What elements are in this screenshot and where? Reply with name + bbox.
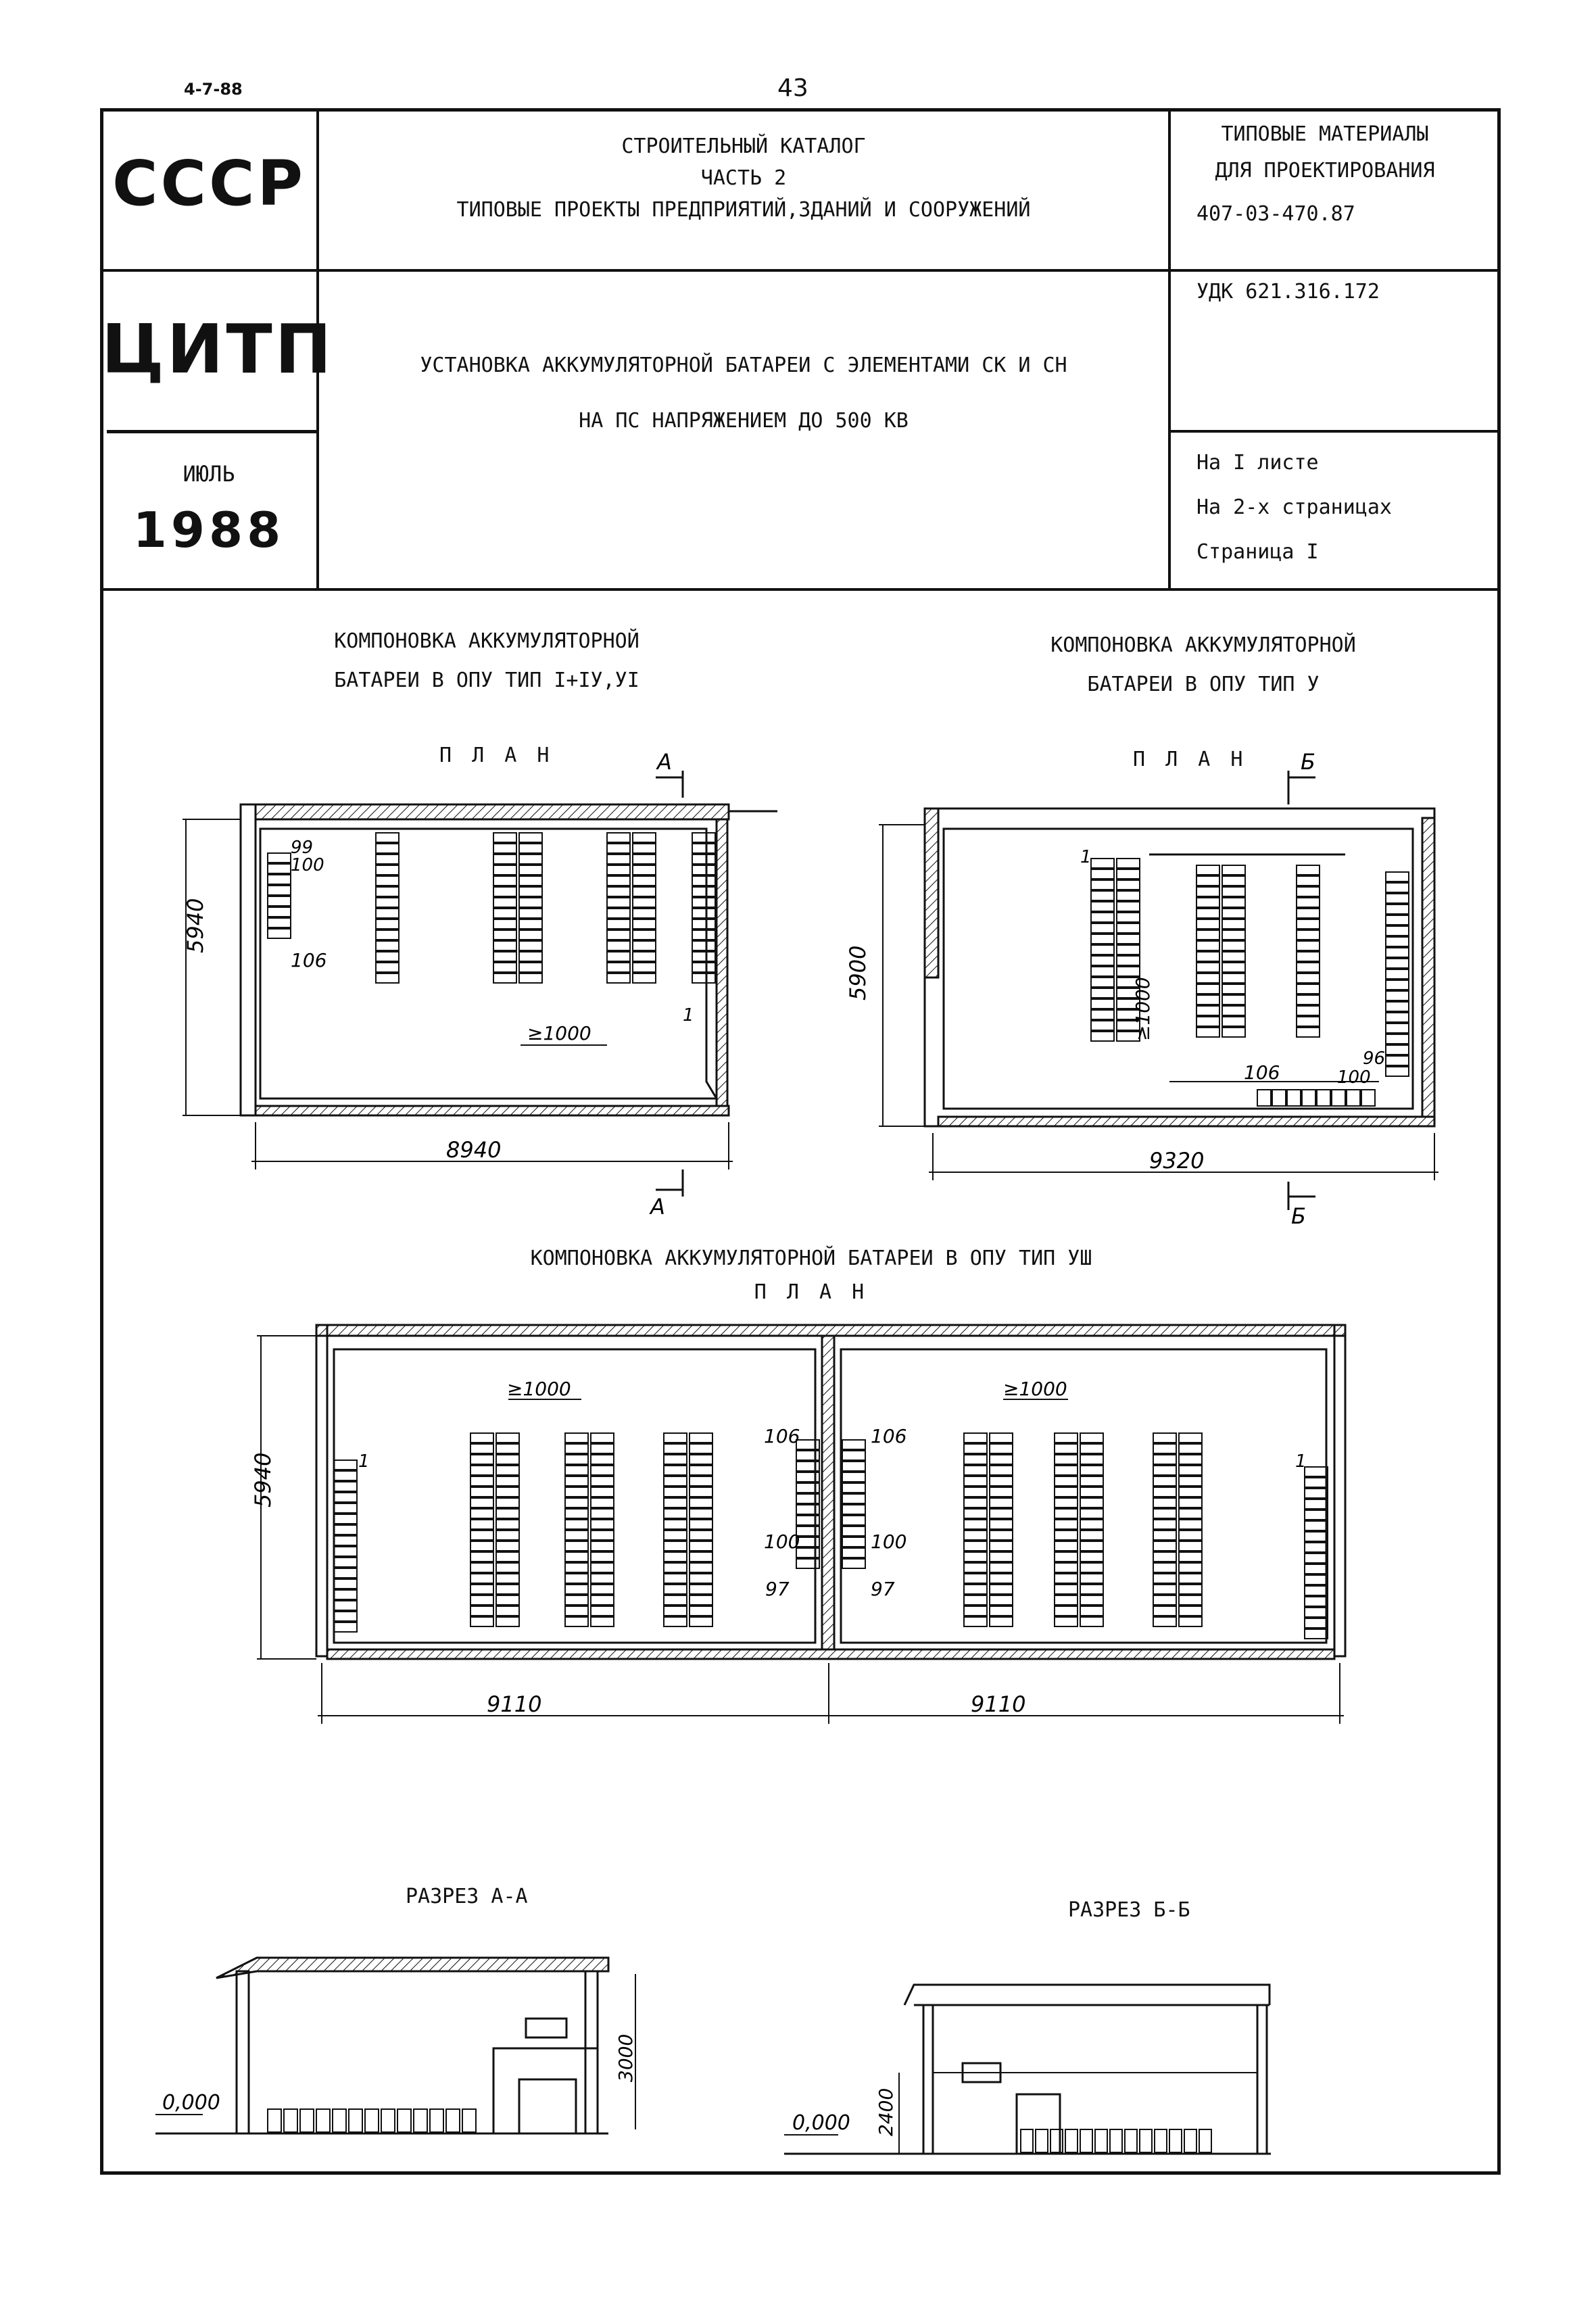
drawing1-title: КОМПОНОВКА АККУМУЛЯТОРНОЙ БАТАРЕИ В ОПУ …	[257, 622, 717, 700]
drawing1-title-line-1: КОМПОНОВКА АККУМУЛЯТОРНОЙ	[334, 629, 639, 653]
drawing1-label-1: 1	[683, 1005, 694, 1026]
section-bb-level: 0,000	[792, 2111, 850, 2135]
drawing2-section-mark-bottom: Б	[1291, 1203, 1306, 1229]
catalog-block: СТРОИТЕЛЬНЫЙ КАТАЛОГ ЧАСТЬ 2 ТИПОВЫЕ ПРО…	[319, 130, 1168, 227]
typical-block: ТИПОВЫЕ МАТЕРИАЛЫ ДЛЯ ПРОЕКТИРОВАНИЯ 407…	[1196, 116, 1494, 233]
title-line-1: УСТАНОВКА АККУМУЛЯТОРНОЙ БАТАРЕИ С ЭЛЕМЕ…	[420, 354, 1067, 377]
drawing2-label-gap: ≥1000	[1132, 977, 1154, 1041]
drawing1-plan	[183, 771, 777, 1197]
drawing1-label-gap: ≥1000	[527, 1022, 591, 1044]
catalog-line-3: ТИПОВЫЕ ПРОЕКТЫ ПРЕДПРИЯТИЙ,ЗДАНИЙ И СОО…	[456, 198, 1031, 222]
drawing3-dim-width-right: 9110	[971, 1691, 1025, 1717]
drawing2-title-line-2: БАТАРЕИ В ОПУ ТИП У	[1087, 673, 1320, 696]
section-aa-title: РАЗРЕЗ А-А	[406, 1885, 528, 1908]
drawing1-label-99: 99	[291, 838, 313, 858]
drawing2-title: КОМПОНОВКА АККУМУЛЯТОРНОЙ БАТАРЕИ В ОПУ …	[973, 626, 1433, 704]
doc-code: 4-7-88	[184, 80, 243, 99]
org-citp: ЦИТП	[101, 310, 335, 389]
title-block: УСТАНОВКА АККУМУЛЯТОРНОЙ БАТАРЕИ С ЭЛЕМЕ…	[319, 338, 1168, 449]
org-ussr: СССР	[112, 147, 306, 220]
drawing3-label-1-left: 1	[358, 1451, 370, 1472]
drawing2-plan-label: П Л А Н	[1133, 748, 1247, 771]
drawing3-label-100-left: 100	[764, 1530, 800, 1553]
catalog-line-2: ЧАСТЬ 2	[700, 166, 787, 190]
drawing3-plan-label: П Л А Н	[754, 1280, 869, 1304]
drawing3-dim-height: 5940	[250, 1453, 276, 1507]
sheet-line-1: На I листе	[1196, 451, 1319, 475]
drawing2-label-106: 106	[1244, 1061, 1280, 1084]
drawing1-dim-width: 8940	[446, 1137, 501, 1163]
drawing3-label-1-right: 1	[1295, 1451, 1307, 1472]
drawing2-label-100: 100	[1337, 1067, 1371, 1088]
typical-line-3: 407-03-470.87	[1196, 202, 1355, 226]
drawing3-label-gap-left: ≥1000	[507, 1378, 571, 1400]
drawing3-label-106-left: 106	[764, 1425, 800, 1447]
catalog-line-1: СТРОИТЕЛЬНЫЙ КАТАЛОГ	[621, 135, 866, 158]
section-aa-level: 0,000	[162, 2091, 220, 2115]
drawing2-plan	[879, 771, 1438, 1210]
drawing1-plan-label: П Л А Н	[439, 744, 554, 767]
section-bb	[784, 1983, 1271, 2155]
typical-line-1: ТИПОВЫЕ МАТЕРИАЛЫ	[1221, 122, 1429, 146]
drawing2-dim-width: 9320	[1149, 1148, 1204, 1174]
drawing2-label-1: 1	[1080, 847, 1092, 867]
page-number: 43	[777, 74, 808, 102]
sheet-line-2: На 2-х страницах	[1196, 496, 1392, 519]
title-line-2: НА ПС НАПРЯЖЕНИЕМ ДО 500 КВ	[579, 409, 909, 433]
drawing3-label-97-left: 97	[765, 1578, 790, 1600]
drawing2-title-line-1: КОМПОНОВКА АККУМУЛЯТОРНОЙ	[1050, 633, 1356, 657]
stamp-month: ИЮЛЬ	[183, 461, 235, 487]
drawing3-title: КОМПОНОВКА АККУМУЛЯТОРНОЙ БАТАРЕИ В ОПУ …	[530, 1247, 1092, 1270]
stamp-year: 1988	[132, 502, 285, 558]
section-bb-height: 2400	[875, 2088, 897, 2136]
drawing1-section-mark-bottom: А	[649, 1194, 665, 1220]
drawing3-label-gap-right: ≥1000	[1003, 1378, 1067, 1400]
typical-line-2: ДЛЯ ПРОЕКТИРОВАНИЯ	[1215, 159, 1435, 183]
section-aa-cells	[267, 2108, 477, 2133]
drawing1-title-line-2: БАТАРЕИ В ОПУ ТИП I+IУ,УI	[334, 669, 639, 692]
drawing1-section-mark-top: А	[656, 749, 672, 775]
drawing2-battery-cells	[1090, 858, 1409, 1107]
drawing2-label-96: 96	[1363, 1048, 1385, 1069]
drawing1-label-100: 100	[291, 855, 324, 875]
drawing3-label-106-right: 106	[871, 1425, 906, 1447]
section-bb-cells	[1020, 2129, 1212, 2153]
sheet-line-3: Страница I	[1196, 540, 1319, 564]
drawing3-label-100-right: 100	[871, 1530, 906, 1553]
drawing3-label-97-right: 97	[871, 1578, 895, 1600]
section-aa	[155, 1956, 636, 2135]
drawing1-dim-height: 5940	[183, 898, 208, 953]
drawing3-plan	[257, 1324, 1347, 1724]
drawing1-label-106: 106	[291, 949, 327, 971]
section-bb-title: РАЗРЕЗ Б-Б	[1068, 1898, 1190, 1922]
drawing2-dim-height: 5900	[845, 946, 871, 1000]
section-aa-height: 3000	[614, 2034, 637, 2082]
drawing2-section-mark-top: Б	[1301, 749, 1315, 775]
drawing3-dim-width-left: 9110	[487, 1691, 541, 1717]
udk: УДК 621.316.172	[1196, 280, 1380, 304]
sheet-block: На I листе На 2-х страницах Страница I	[1196, 441, 1392, 575]
drawing1-battery-cells	[267, 832, 716, 984]
